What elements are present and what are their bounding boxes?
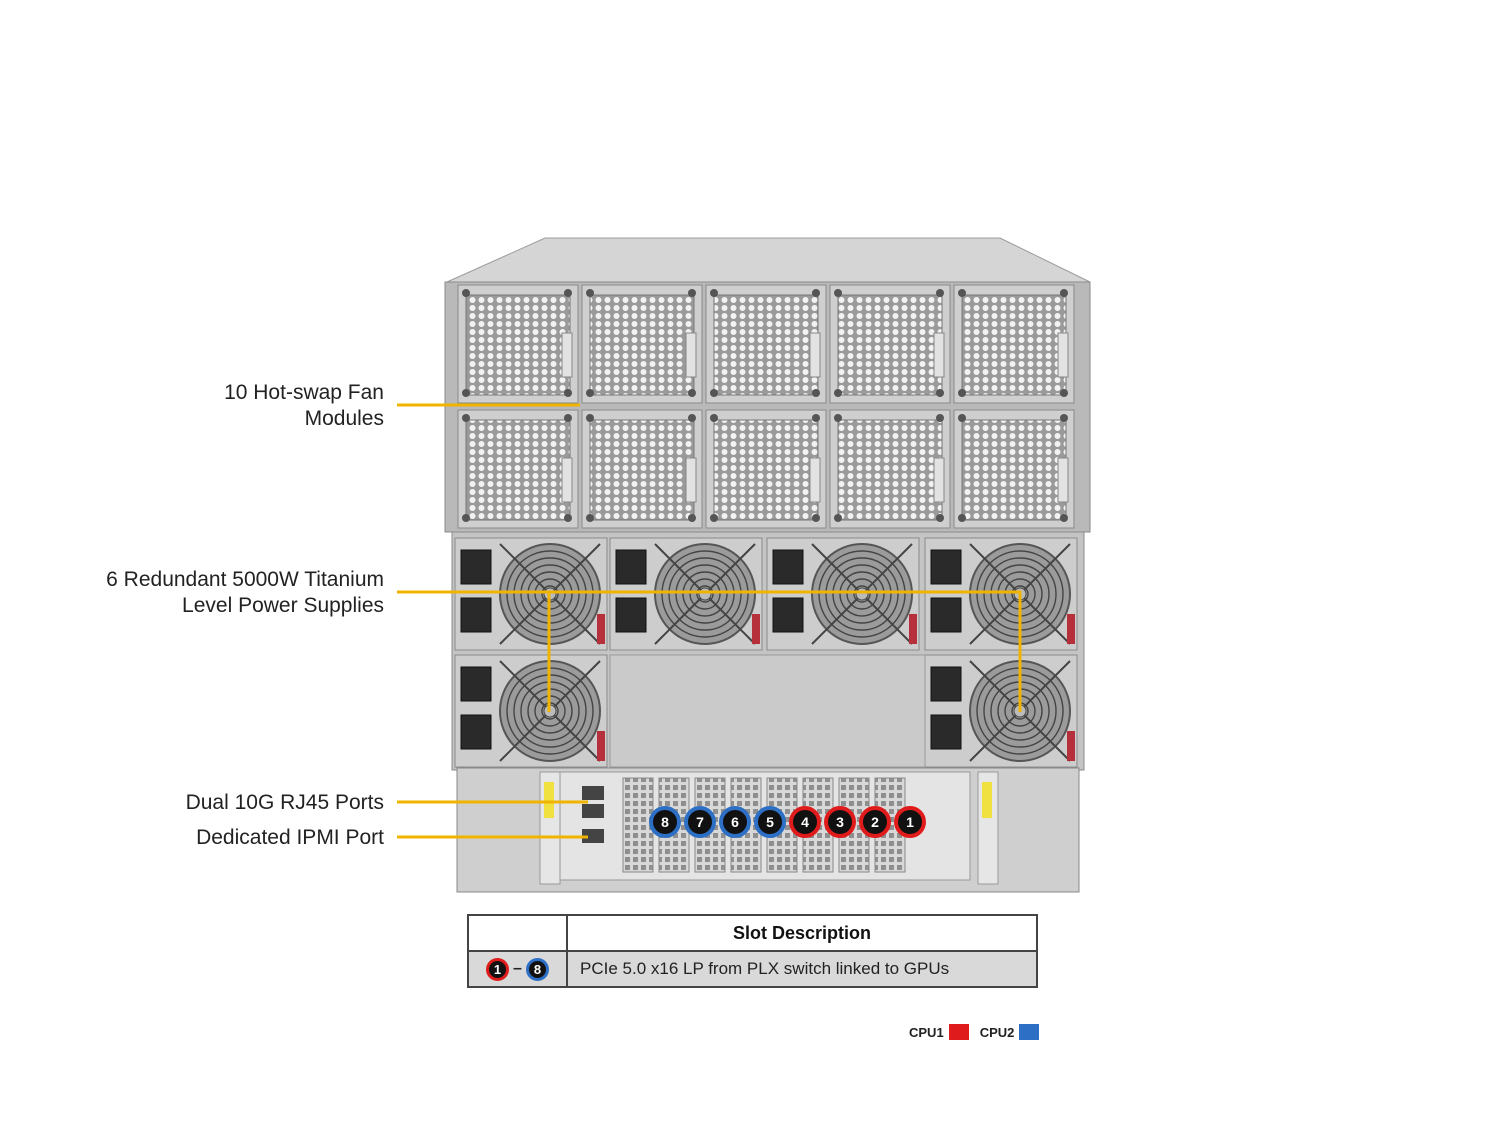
blank-panel <box>609 654 926 768</box>
power-supplies <box>454 537 1078 768</box>
slot-badge-label: 7 <box>696 814 704 830</box>
power-supply <box>924 654 1078 768</box>
slot-badge-label: 5 <box>766 814 774 830</box>
slot-badge-start: 1 <box>486 957 510 981</box>
slot-badge-2: 2 <box>859 806 891 838</box>
legend-cpu2-label: CPU2 <box>979 1024 1015 1040</box>
cpu-legend: CPU1 CPU2 <box>909 1024 1045 1040</box>
slot-badge-6: 6 <box>719 806 751 838</box>
psu-callout-line-2: Level Power Supplies <box>182 594 384 617</box>
table-header-slot-description: Slot Description <box>566 914 1038 952</box>
slot-badge-3: 3 <box>824 806 856 838</box>
fan-module <box>457 409 579 529</box>
fan-module <box>953 409 1075 529</box>
slot-badge-7: 7 <box>684 806 716 838</box>
slot-badge-label: 2 <box>871 814 879 830</box>
ipmi-callout-text: Dedicated IPMI Port <box>196 826 384 849</box>
power-supply <box>924 537 1078 651</box>
slot-badge-label: 4 <box>801 814 809 830</box>
psu-callout-line <box>397 590 1022 712</box>
slot-badge-1: 1 <box>894 806 926 838</box>
table-row: 1 – 8 PCIe 5.0 x16 LP from PLX switch li… <box>467 950 1038 988</box>
fan-callout-line-2: Modules <box>304 407 384 430</box>
fan-modules <box>457 284 1075 529</box>
slot-description-table: Slot Description 1 – 8 PCIe 5.0 x16 LP f… <box>467 914 1038 988</box>
slot-badge-4: 4 <box>789 806 821 838</box>
slot-description-cell: PCIe 5.0 x16 LP from PLX switch linked t… <box>566 950 1038 988</box>
legend-cpu1-label: CPU1 <box>909 1024 944 1040</box>
lan-callout-text: Dual 10G RJ45 Ports <box>185 791 384 814</box>
power-supply <box>454 654 608 768</box>
rj45-ports-callout: Dual 10G RJ45 Ports <box>186 790 384 816</box>
table-header-row: Slot Description <box>467 914 1038 952</box>
pcie-slot <box>622 777 654 873</box>
fan-module <box>953 284 1075 404</box>
psu-callout-line-1: 6 Redundant 5000W Titanium <box>106 568 384 591</box>
fan-module <box>457 284 579 404</box>
fan-module <box>829 409 951 529</box>
slot-range-cell: 1 – 8 <box>467 950 568 988</box>
fan-module <box>705 409 827 529</box>
range-dash: – <box>513 960 522 977</box>
fan-callout-line-1: 10 Hot-swap Fan <box>224 381 384 404</box>
callout-lines <box>397 403 1022 839</box>
power-supply <box>766 537 920 651</box>
rj45-port-2 <box>582 804 604 818</box>
fan-module <box>581 284 703 404</box>
slot-badge-label: 6 <box>731 814 739 830</box>
slot-badges: 8 7 6 5 4 3 2 1 <box>649 806 926 838</box>
ipmi-port-callout: Dedicated IPMI Port <box>196 825 384 851</box>
fan-module <box>581 409 703 529</box>
fan-modules-callout: 10 Hot-swap Fan Modules <box>224 380 384 432</box>
legend-cpu1-swatch <box>948 1024 969 1040</box>
power-supply <box>454 537 608 651</box>
slot-badge-5: 5 <box>754 806 786 838</box>
ipmi-port <box>582 829 604 843</box>
fan-module <box>705 284 827 404</box>
rj45-port-1 <box>582 786 604 800</box>
slot-badge-label: 3 <box>836 814 844 830</box>
slot-badge-label: 1 <box>906 814 914 830</box>
slot-badge-8: 8 <box>649 806 681 838</box>
fan-module <box>829 284 951 404</box>
slot-badge-end: 8 <box>525 957 549 981</box>
legend-cpu2-swatch <box>1019 1024 1040 1040</box>
table-header-blank <box>467 914 568 952</box>
slot-badge-label: 8 <box>661 814 669 830</box>
power-supply <box>609 537 763 651</box>
power-supplies-callout: 6 Redundant 5000W Titanium Level Power S… <box>106 567 384 619</box>
